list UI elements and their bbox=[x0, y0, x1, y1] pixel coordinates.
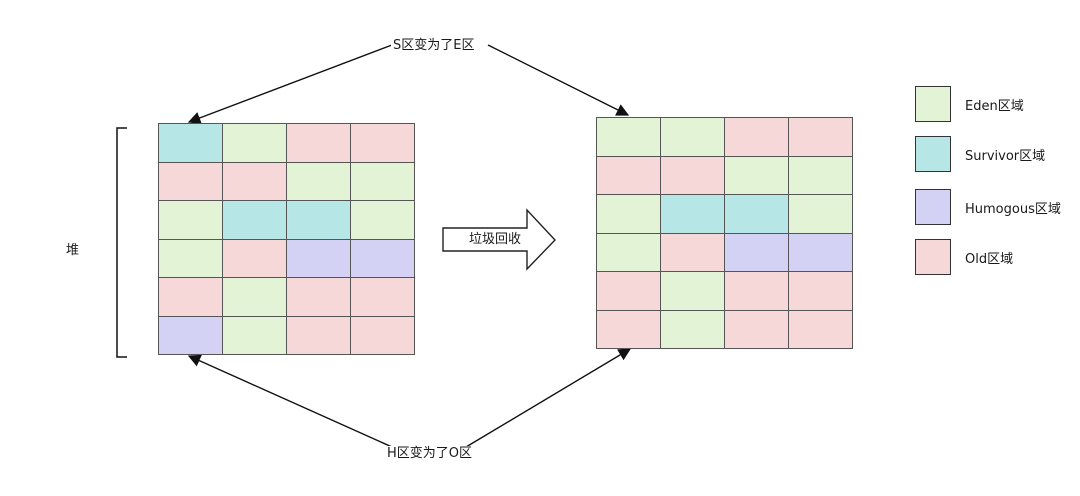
region-cell bbox=[351, 162, 414, 200]
arrow-to-right-grid-top bbox=[487, 44, 630, 116]
region-cell bbox=[287, 124, 350, 162]
region-cell bbox=[351, 239, 414, 277]
legend-item: Survivor区域 bbox=[915, 136, 1045, 172]
gc-arrow-shape bbox=[442, 208, 556, 271]
region-cell bbox=[287, 201, 350, 239]
bottom-label: H区变为了O区 bbox=[385, 446, 475, 462]
heap-grid-before bbox=[158, 123, 415, 355]
region-cell bbox=[159, 162, 222, 200]
region-cell bbox=[597, 310, 660, 348]
top-label: S区变为了E区 bbox=[391, 38, 477, 54]
region-cell bbox=[661, 118, 724, 156]
region-cell bbox=[351, 316, 414, 354]
region-cell bbox=[725, 195, 788, 233]
region-cell bbox=[159, 278, 222, 316]
region-cell bbox=[287, 316, 350, 354]
region-cell bbox=[789, 118, 852, 156]
region-cell bbox=[661, 156, 724, 194]
region-cell bbox=[725, 272, 788, 310]
legend-label: Humogous区域 bbox=[965, 201, 1061, 217]
legend-swatch bbox=[915, 189, 951, 225]
region-cell bbox=[725, 156, 788, 194]
region-cell bbox=[159, 201, 222, 239]
legend-swatch bbox=[915, 136, 951, 172]
region-cell bbox=[287, 162, 350, 200]
region-cell bbox=[661, 310, 724, 348]
region-cell bbox=[351, 201, 414, 239]
region-cell bbox=[789, 156, 852, 194]
region-cell bbox=[223, 239, 286, 277]
arrow-to-right-grid-bottom bbox=[465, 348, 632, 448]
region-cell bbox=[223, 316, 286, 354]
region-cell bbox=[597, 272, 660, 310]
region-cell bbox=[789, 272, 852, 310]
region-cell bbox=[789, 310, 852, 348]
region-cell bbox=[597, 195, 660, 233]
legend-label: Old区域 bbox=[965, 251, 1014, 267]
region-cell bbox=[159, 239, 222, 277]
legend-swatch bbox=[915, 239, 951, 275]
region-cell bbox=[725, 233, 788, 271]
region-cell bbox=[287, 278, 350, 316]
region-cell bbox=[725, 118, 788, 156]
legend-item: Eden区域 bbox=[915, 86, 1024, 122]
legend-label: Eden区域 bbox=[965, 98, 1024, 114]
region-cell bbox=[223, 201, 286, 239]
arrow-to-left-grid-bottom bbox=[187, 354, 393, 448]
region-cell bbox=[597, 233, 660, 271]
region-cell bbox=[287, 239, 350, 277]
region-cell bbox=[789, 233, 852, 271]
region-cell bbox=[597, 156, 660, 194]
region-cell bbox=[351, 278, 414, 316]
region-cell bbox=[789, 195, 852, 233]
region-cell bbox=[159, 124, 222, 162]
region-cell bbox=[597, 118, 660, 156]
legend-item: Old区域 bbox=[915, 239, 1013, 275]
legend-swatch bbox=[915, 86, 951, 122]
region-cell bbox=[661, 272, 724, 310]
region-cell bbox=[223, 162, 286, 200]
region-cell bbox=[351, 124, 414, 162]
region-cell bbox=[159, 316, 222, 354]
arrow-to-left-grid-top bbox=[187, 44, 393, 124]
region-cell bbox=[661, 233, 724, 271]
heap-grid-after bbox=[596, 117, 853, 349]
gc-label: 垃圾回收 bbox=[469, 232, 522, 247]
legend-label: Survivor区域 bbox=[965, 148, 1046, 164]
region-cell bbox=[661, 195, 724, 233]
legend-item: Humogous区域 bbox=[915, 189, 1061, 225]
heap-bracket bbox=[116, 127, 127, 358]
region-cell bbox=[223, 124, 286, 162]
heap-label: 堆 bbox=[66, 243, 80, 258]
region-cell bbox=[725, 310, 788, 348]
region-cell bbox=[223, 278, 286, 316]
